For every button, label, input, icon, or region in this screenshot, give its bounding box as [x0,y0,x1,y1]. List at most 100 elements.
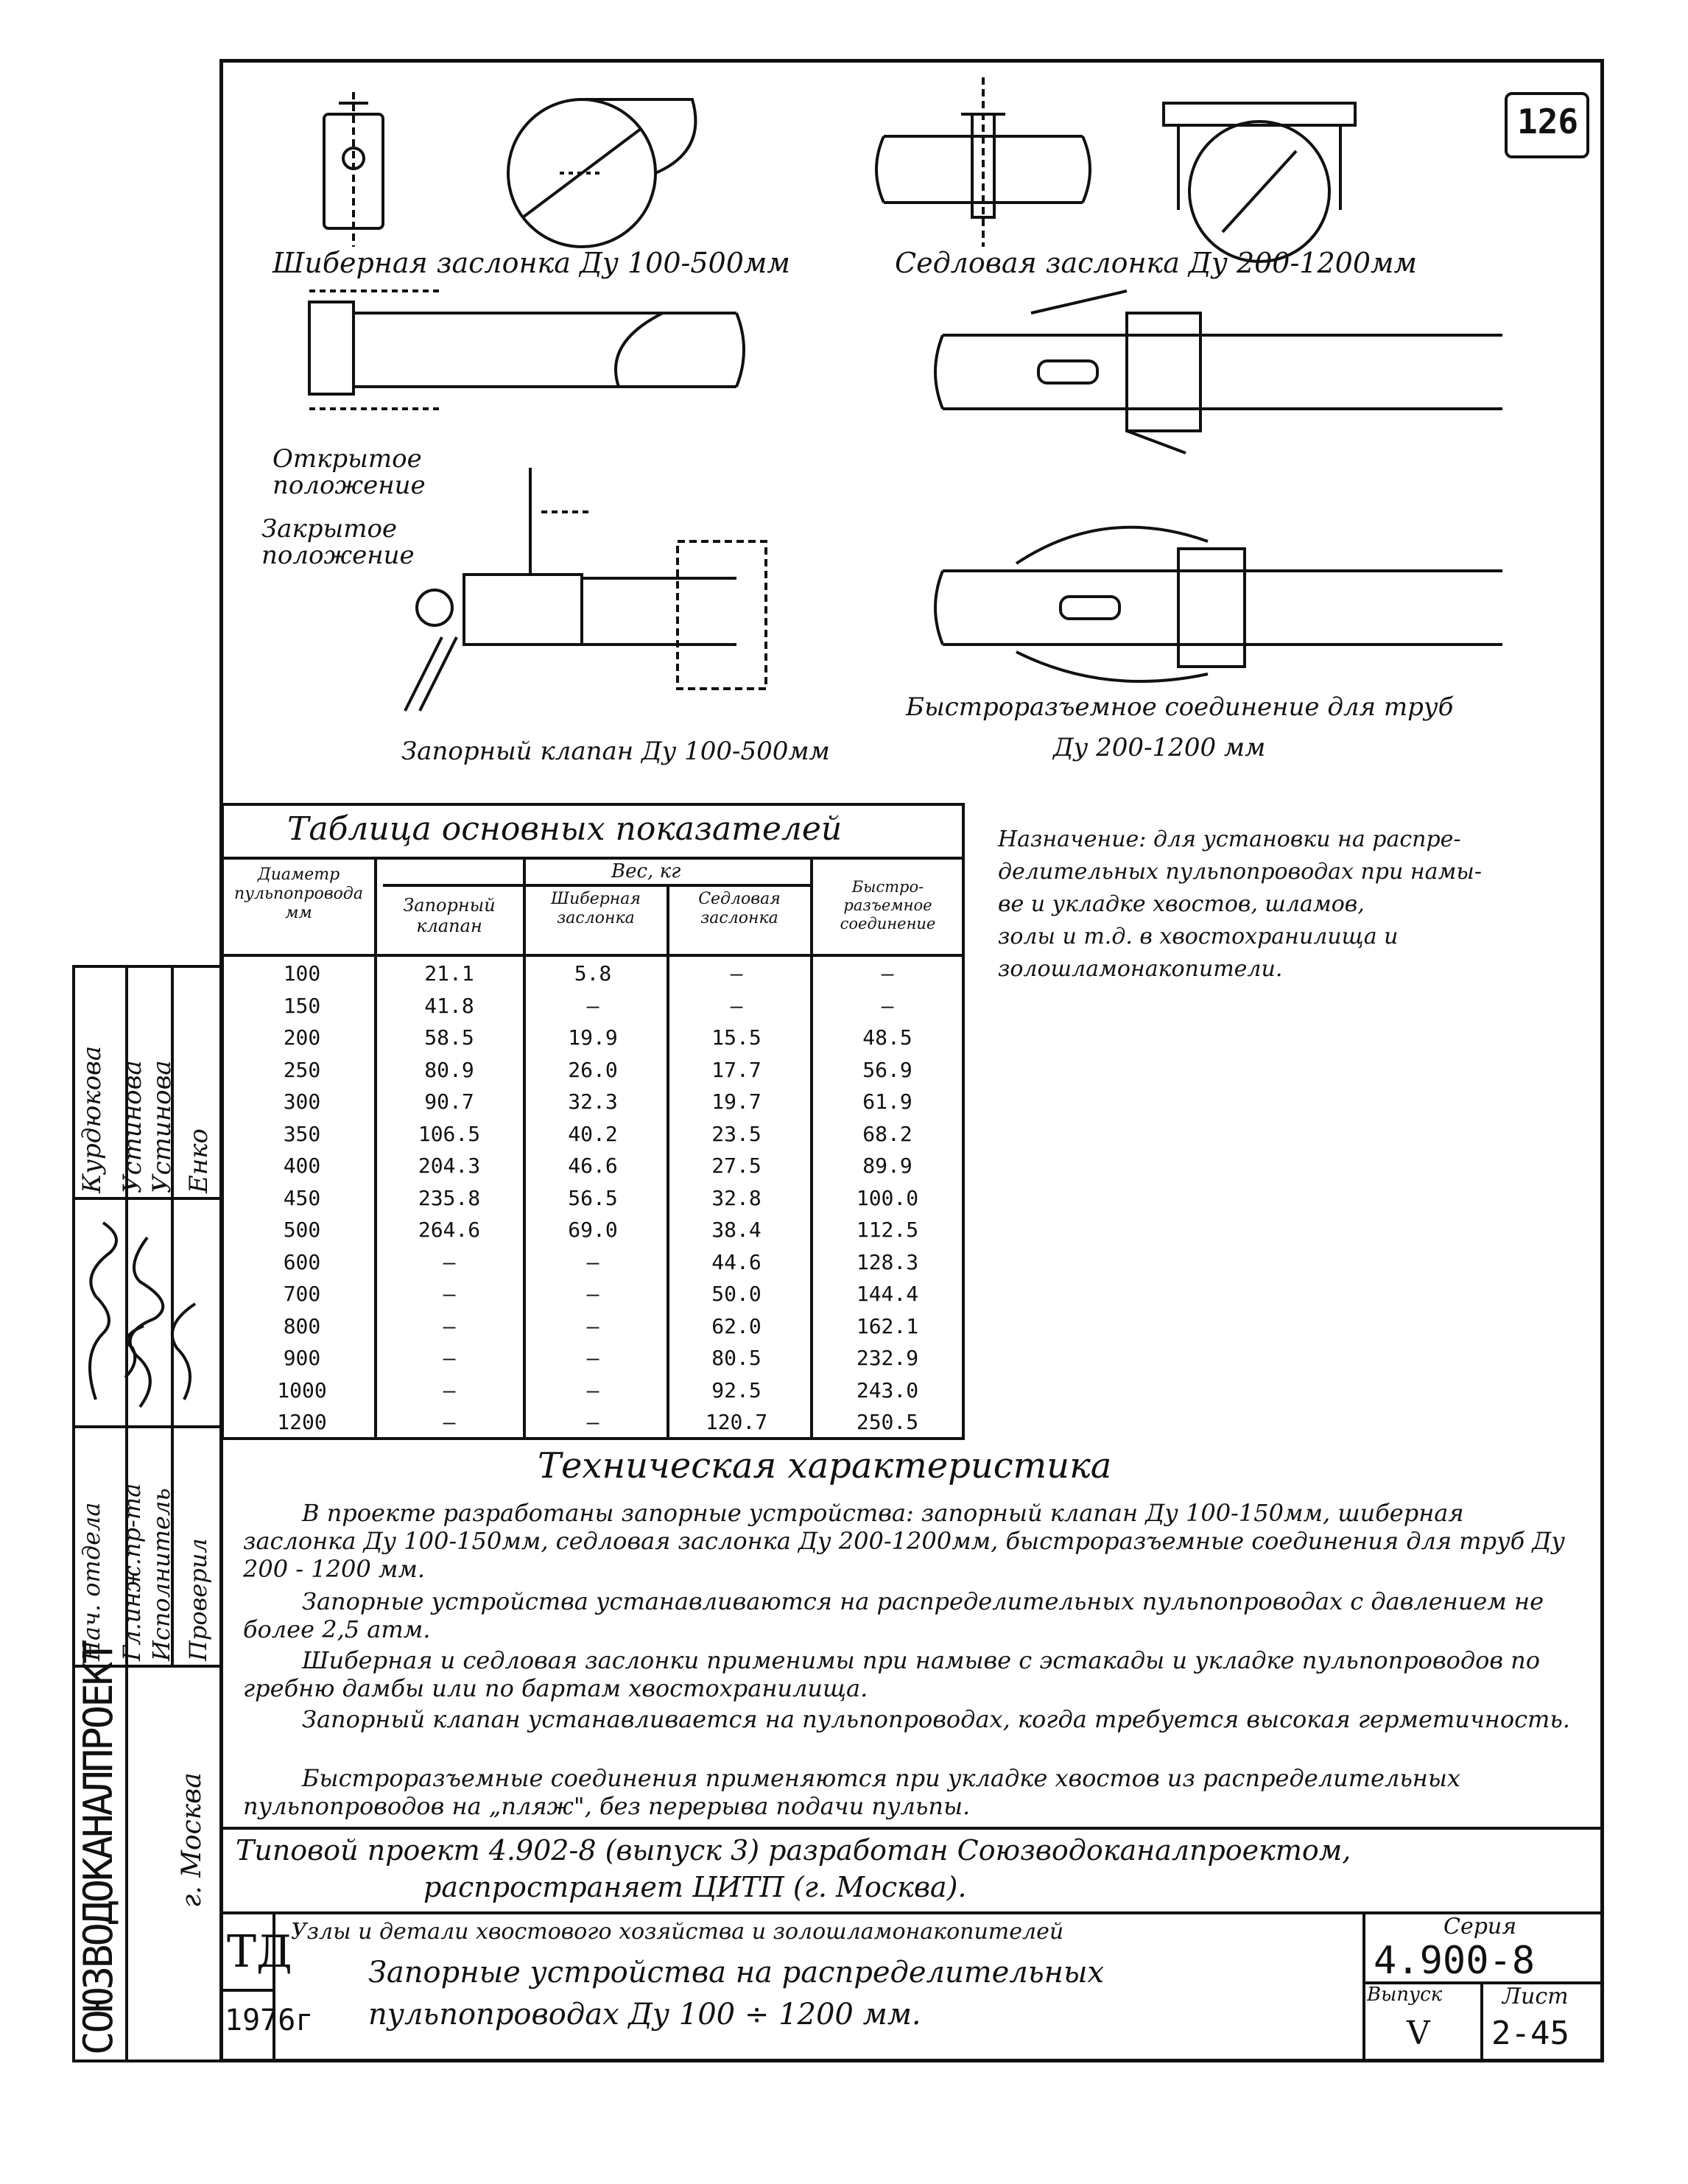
table-cell: 90.7 [424,1089,474,1114]
table-col-saddle: Седловая заслонка [698,890,781,927]
table-cell: 56.9 [862,1057,912,1082]
table-cell: — [586,1313,599,1338]
issue-value: V [1407,2015,1430,2052]
sheet-number-box [1505,92,1589,158]
table-cell: 68.2 [862,1121,912,1146]
table-cell: 92.5 [711,1377,762,1402]
handwritten-signatures [88,1221,197,1408]
table-cell: 89.9 [862,1154,912,1178]
table-cell: 27.5 [711,1154,762,1178]
table-cell: 15.5 [711,1025,762,1050]
table-cell: — [586,993,599,1018]
table-cell: — [443,1377,456,1402]
table-cell: 162.1 [856,1313,919,1338]
tech-paragraph-1: В проекте разработаны запорные устройств… [243,1499,1565,1583]
table-cell: 1200 [277,1410,327,1434]
tech-paragraph-3: Шиберная и седловая заслонки применимы п… [243,1646,1541,1702]
stamp-role: Гл.инж.пр-та [118,1483,146,1661]
issue-label: Выпуск [1367,1984,1443,2006]
table-cell: — [586,1377,599,1402]
table-cell: 106.5 [418,1121,481,1146]
tech-paragraph-2: Запорные устройства устанавливаются на р… [243,1587,1544,1643]
quick-coupling-caption-2: Ду 200-1200 мм [1053,733,1266,762]
table-cell: 19.9 [568,1025,618,1050]
table-col-gate: Шиберная заслонка [551,890,641,927]
table-cell: 300 [283,1089,321,1114]
table-cell: 80.9 [424,1057,474,1082]
table-cell: 350 [283,1121,321,1146]
gate-valve-caption: Шиберная заслонка Ду 100-500мм [272,247,790,279]
table-cell: 243.0 [856,1377,919,1402]
stamp-name: Устинова [147,1060,177,1193]
quick-coupling-view [934,525,1502,683]
table-cell: 56.5 [568,1185,618,1210]
table-cell: — [881,961,894,986]
quick-coupling-caption-1: Быстроразъемное соединение для труб [906,692,1454,722]
table-cell: — [586,1282,599,1306]
table-cell: — [586,1346,599,1370]
table-cell: 204.3 [418,1154,481,1178]
table-cell: 200 [283,1025,321,1050]
table-col-shutoff: Запорный клапан [403,895,496,936]
table-cell: 100 [283,961,321,986]
project-note-line-1: Типовой проект 4.902-8 (выпуск 3) разраб… [236,1834,1351,1867]
stamp-name: Устинова [118,1060,147,1193]
side-city: г. Москва [177,1772,207,1908]
main-table-frame [221,803,965,1440]
technical-drawings [308,77,1502,712]
table-cell: 50.0 [711,1282,762,1306]
purpose-line: золошламонакопители. [998,956,1283,982]
table-cell: 700 [283,1282,321,1306]
gate-valve-front-view [323,92,384,247]
title-line-2: Запорные устройства на распределительных [368,1956,1105,1990]
table-cell: 100.0 [856,1185,919,1210]
stamp-name: Енко [184,1128,214,1193]
table-cell: 250 [283,1057,321,1082]
title-year: 1976г [225,2004,314,2037]
table-cell: 1000 [277,1377,327,1402]
table-cell: 69.0 [568,1218,618,1242]
table-cell: 500 [283,1218,321,1242]
side-stamp-frame [72,965,223,2062]
table-title: Таблица основных показателей [287,810,843,848]
table-cell: 32.3 [568,1089,618,1114]
closed-position-label: Закрытое положение [261,514,415,570]
table-cell: 26.0 [568,1057,618,1082]
table-cell: 800 [283,1313,321,1338]
table-row: 1000 — — 92.5 243.0 [221,1378,965,1411]
sheet-label: Лист [1502,1984,1569,2009]
table-cell: 19.7 [711,1089,762,1114]
table-cell: 23.5 [711,1121,762,1146]
table-cell: — [443,1282,456,1306]
title-line-1: Узлы и детали хвостового хозяйства и зол… [291,1919,1064,1945]
table-row: 350 106.5 40.2 23.5 68.2 [221,1122,965,1154]
table-cell: 232.9 [856,1346,919,1370]
table-cell: — [881,993,894,1018]
title-line-3: пульпопроводах Ду 100 ÷ 1200 мм. [368,1998,921,2032]
series-value: 4.900-8 [1374,1939,1536,1983]
table-col-diameter: Диаметр пульпопровода мм [234,865,363,922]
table-cell: 150 [283,993,321,1018]
table-cell: — [443,1249,456,1274]
table-cell: 58.5 [424,1025,474,1050]
open-position-label: Открытое положение [272,444,426,500]
table-cell: 32.8 [711,1185,762,1210]
table-cell: 400 [283,1154,321,1178]
table-cell: 61.9 [862,1089,912,1114]
project-note-line-2: распространяет ЦИТП (г. Москва). [423,1871,967,1903]
stamp-name: Курдюкова [77,1045,107,1193]
purpose-line: делительных пульпопроводах при намы- [998,859,1482,885]
gate-valve-long-view [308,289,745,410]
table-cell: 44.6 [711,1249,762,1274]
purpose-line: золы и т.д. в хвостохранилища и [998,924,1399,949]
stamp-role: Исполнитель [147,1488,175,1661]
table-cell: 40.2 [568,1121,618,1146]
